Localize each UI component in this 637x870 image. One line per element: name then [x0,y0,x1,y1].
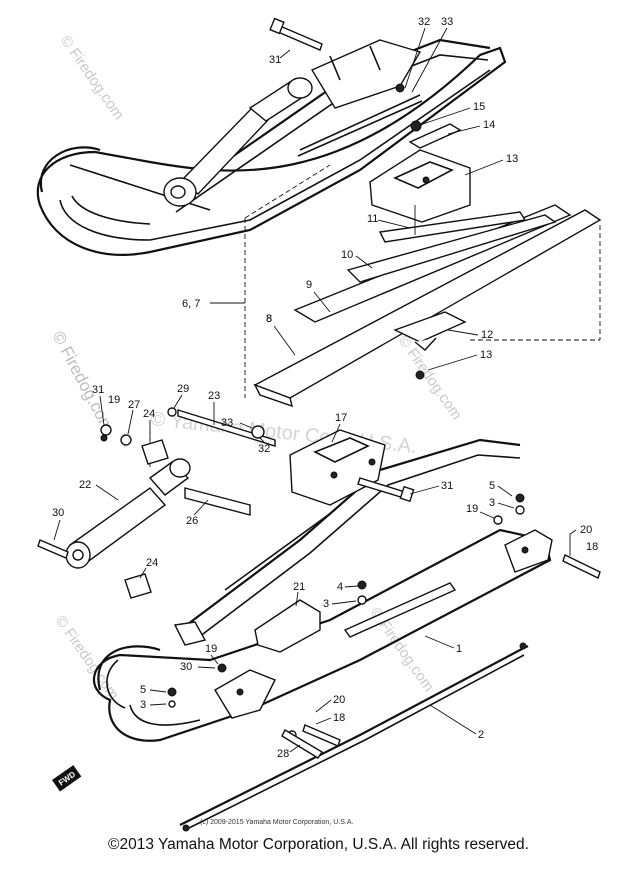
callout-label: 14 [483,119,495,131]
clamp-14 [369,149,471,235]
callout-label: 6, 7 [182,298,200,310]
shock-absorber-22 [37,458,191,569]
callout-label: 1 [456,643,462,655]
watermark-text: © Firedog.com [57,33,127,124]
collar-24-lower [124,573,152,599]
callout-label: 20 [333,694,345,706]
callout-label: 19 [466,503,478,515]
fwd-badge: FWD [52,765,82,792]
watermark-text: © Firedog.com [48,328,117,436]
watermark-top: © Firedog.com [57,33,127,124]
upper-bracket [310,39,422,109]
callout-label: 19 [108,394,120,406]
callout-label: 3 [489,497,495,509]
watermark-text: © Firedog.com [395,333,465,424]
collar-24-upper [141,439,169,465]
callout-label: 21 [293,581,305,593]
bracket-17 [289,429,386,506]
callout-label: 5 [489,480,495,492]
leaf-spring-stack [253,204,602,408]
callout-label: 5 [140,684,146,696]
callout-label: 28 [277,748,289,760]
plate-15 [408,120,462,149]
callout-label: 13 [506,153,518,165]
callout-label: 24 [146,557,158,569]
shaft-23 [177,409,276,447]
callout-label: 19 [205,643,217,655]
callout-label: 4 [337,581,343,593]
assembled-ski [36,17,507,256]
callout-label: 10 [341,249,353,261]
callout-label: 30 [180,661,192,673]
callout-label: 3 [140,699,146,711]
plate-21 [254,599,321,653]
callout-label: 31 [92,384,104,396]
callout-label: 24 [143,408,155,420]
bolts-lower [281,554,601,759]
callout-label: 33 [441,16,453,28]
callout-label: 20 [580,524,592,536]
callout-label: 33 [221,417,233,429]
callouts: 31 32 33 15 14 13 11 10 9 6, 7 8 12 13 3… [52,16,598,760]
callout-label: 26 [186,515,198,527]
callout-label: 30 [52,507,64,519]
callout-label: 29 [177,383,189,395]
callout-label: 18 [586,541,598,553]
callout-label: 18 [333,712,345,724]
bolt-31-lower [357,477,415,503]
callout-6-7: 6, 7 [180,296,210,310]
wear-bar-2 [179,642,529,832]
copyright-footer: ©2013 Yamaha Motor Corporation, U.S.A. A… [108,836,529,853]
callout-label: 8 [266,313,272,325]
shaft-25 [184,487,251,516]
callout-label: 32 [418,16,430,28]
callout-label: 23 [208,390,220,402]
callout-label: 15 [473,101,485,113]
fine-print: (c) 2009-2015 Yamaha Motor Corporation, … [200,819,353,826]
callout-label: 3 [323,598,329,610]
watermark-left: © Firedog.com [48,328,117,436]
callout-8: 8 [266,313,272,325]
callout-label: 31 [269,54,281,66]
callout-label: 22 [79,479,91,491]
rear-bracket [504,529,553,573]
callout-label: 13 [480,349,492,361]
upper-shock-absorber [163,77,313,207]
callout-label: 8 [266,313,272,325]
callout-label: 32 [258,443,270,455]
callout-label: 9 [306,279,312,291]
callout-label: 27 [128,399,140,411]
callout-label: 12 [481,329,493,341]
callout-label: 2 [478,729,484,741]
front-bracket [214,669,276,719]
small-hardware [100,407,525,740]
bolt-31-upper [269,17,323,51]
callout-label: 31 [441,480,453,492]
clamp-12 [393,311,467,380]
callout-label: 11 [367,213,378,225]
watermark-mid-right: © Firedog.com [395,333,465,424]
callout-label: 17 [335,412,347,424]
lower-ski-body [92,528,552,742]
